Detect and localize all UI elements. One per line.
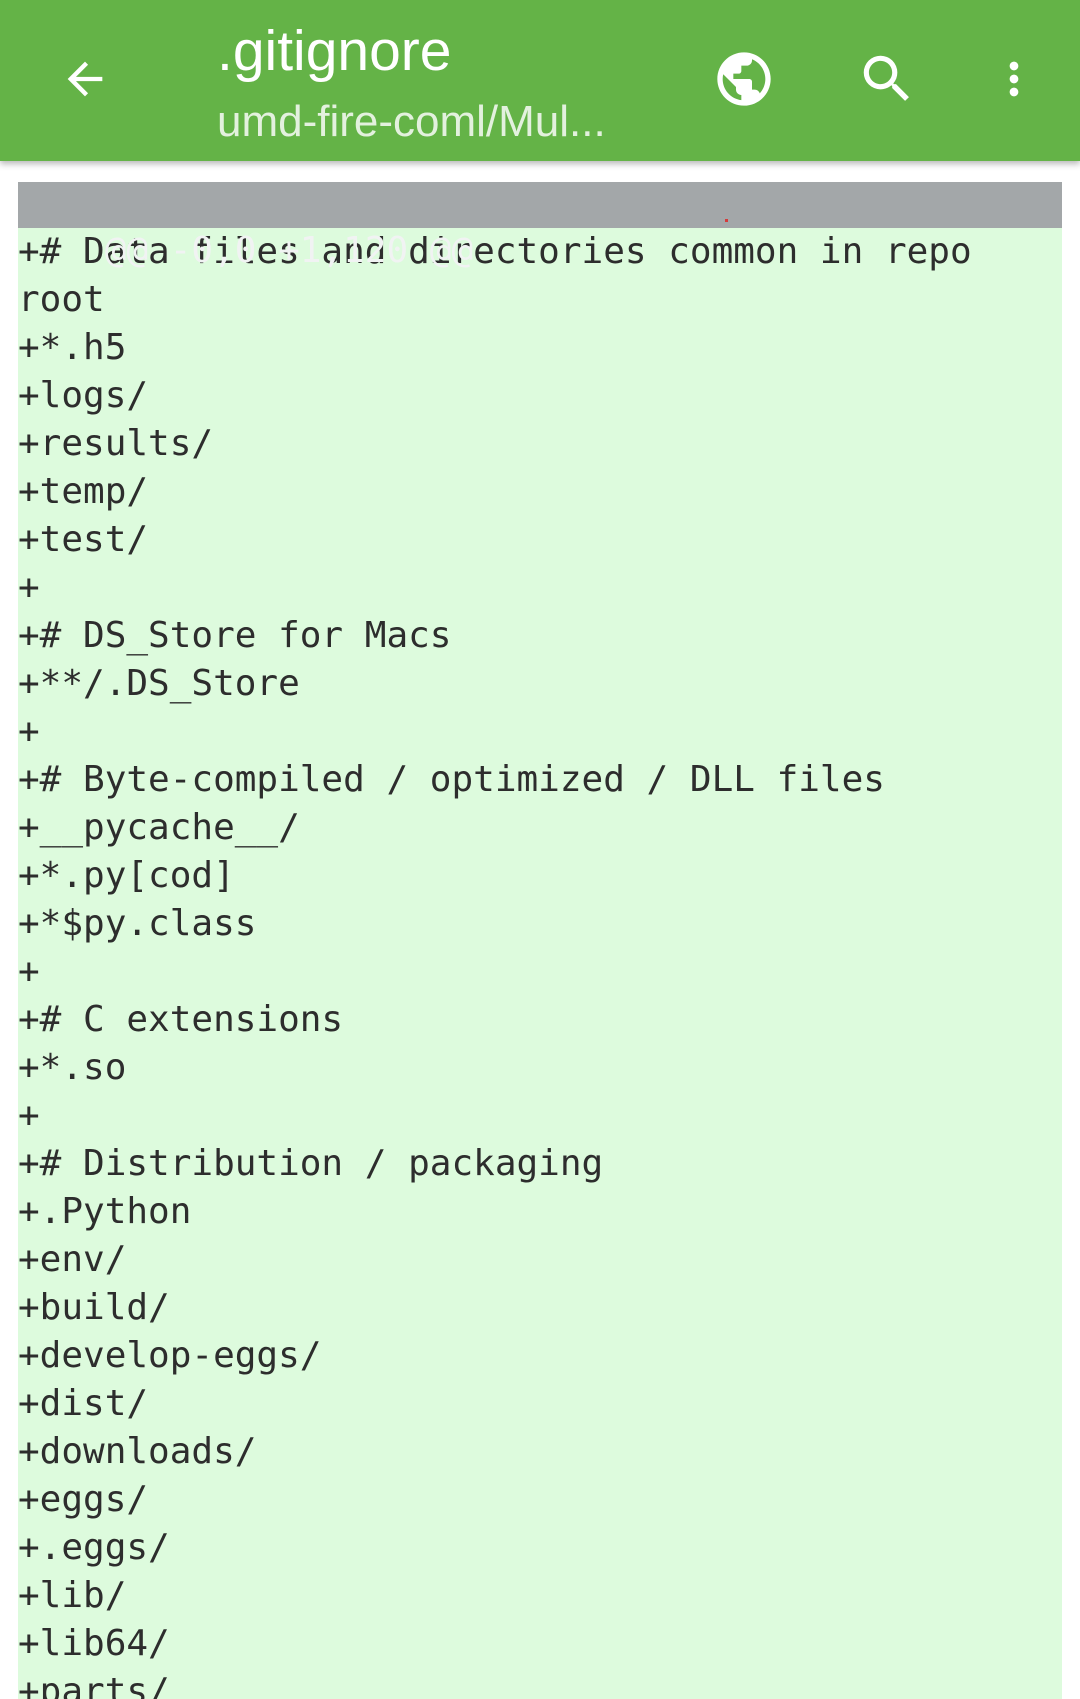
search-icon <box>863 55 909 101</box>
more-options-button[interactable] <box>969 34 1059 124</box>
file-title: .gitignore <box>217 19 452 83</box>
more-vert-icon <box>1009 61 1019 97</box>
diff-line: +build/ <box>18 1287 170 1328</box>
diff-line: +logs/ <box>18 375 149 416</box>
diff-line: +parts/ <box>18 1671 170 1699</box>
back-button[interactable] <box>40 34 130 124</box>
diff-line: +**/.DS_Store <box>18 663 300 704</box>
diff-line: +test/ <box>18 519 149 560</box>
arrow-left-icon <box>67 61 103 97</box>
diff-line: +.eggs/ <box>18 1527 170 1568</box>
diff-line: +develop-eggs/ <box>18 1335 322 1376</box>
diff-line: +eggs/ <box>18 1479 149 1520</box>
diff-line: +# DS_Store for Macs <box>18 615 452 656</box>
diff-line: +downloads/ <box>18 1431 257 1472</box>
diff-line: +*$py.class <box>18 903 257 944</box>
globe-icon <box>717 52 771 106</box>
app-bar: .gitignore umd-fire-coml/Mul... <box>0 0 1080 161</box>
diff-line: +results/ <box>18 423 214 464</box>
repository-subtitle: umd-fire-coml/Mul... <box>217 97 606 146</box>
diff-line: +# Byte-compiled / optimized / DLL files <box>18 759 885 800</box>
hunk-header-text: @@ -0,0 +1,120 @@ <box>104 230 474 271</box>
diff-line: + <box>18 711 40 752</box>
open-in-browser-button[interactable] <box>699 34 789 124</box>
hunk-marker <box>725 219 728 222</box>
diff-line: +# Data files and directories common in … <box>18 231 972 320</box>
diff-line: +temp/ <box>18 471 149 512</box>
diff-line: +dist/ <box>18 1383 149 1424</box>
diff-line: +*.py[cod] <box>18 855 235 896</box>
diff-line: +__pycache__/ <box>18 807 300 848</box>
diff-line: +# C extensions <box>18 999 344 1040</box>
diff-line: + <box>18 567 40 608</box>
diff-lines: +# Data files and directories common in … <box>18 228 1062 1699</box>
hunk-header: @@ -0,0 +1,120 @@ <box>18 182 1062 271</box>
diff-line: +*.so <box>18 1047 127 1088</box>
search-button[interactable] <box>842 34 932 124</box>
diff-line: +*.h5 <box>18 327 127 368</box>
diff-line: +lib/ <box>18 1575 127 1616</box>
diff-view[interactable]: @@ -0,0 +1,120 @@ +# Data files and dire… <box>18 182 1062 1699</box>
diff-line: +# Distribution / packaging <box>18 1143 604 1184</box>
diff-line: + <box>18 951 40 992</box>
diff-line: +.Python <box>18 1191 192 1232</box>
diff-line: +lib64/ <box>18 1623 170 1664</box>
diff-line: +env/ <box>18 1239 127 1280</box>
diff-line: + <box>18 1095 40 1136</box>
